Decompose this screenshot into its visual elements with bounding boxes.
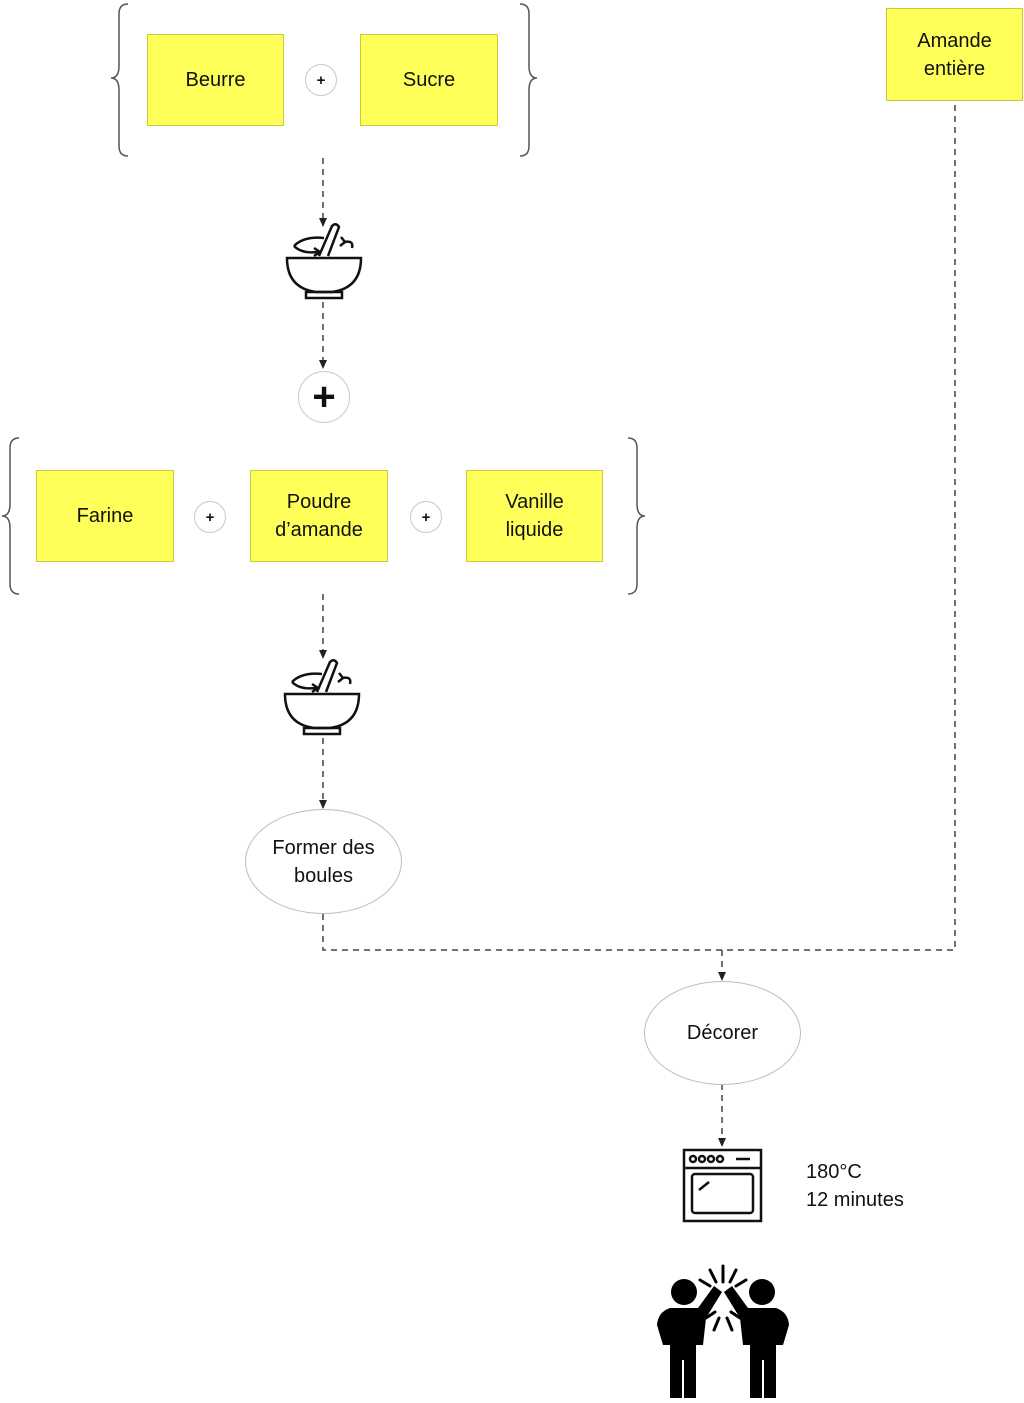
ingredient-farine-box: Farine [36, 470, 174, 562]
ingredient-poudre-amande-box: Poudre d’amande [250, 470, 388, 562]
ingredient-sucre-box: Sucre [360, 34, 498, 126]
plus-icon: + [194, 501, 226, 533]
plus-icon: + [410, 501, 442, 533]
big-plus-icon: + [298, 371, 350, 423]
ingredient-beurre-box: Beurre [147, 34, 284, 126]
high-five-icon [657, 1264, 789, 1398]
oven-temperature-note: 180°C 12 minutes [806, 1161, 904, 1211]
step-former-des-boules: Former des boules [245, 809, 402, 914]
step-decorer: Décorer [644, 981, 801, 1085]
plus-icon: + [305, 64, 337, 96]
oven-icon [682, 1148, 763, 1223]
ingredient-vanille-box: Vanille liquide [466, 470, 603, 562]
connectors [319, 102, 956, 1147]
brace-group2 [1, 437, 646, 595]
brace-group1 [110, 3, 538, 157]
mixing-bowl-icon [285, 223, 363, 300]
mixing-bowl-icon [283, 659, 361, 736]
ingredient-amande-entiere-box: Amande entière [886, 8, 1023, 101]
